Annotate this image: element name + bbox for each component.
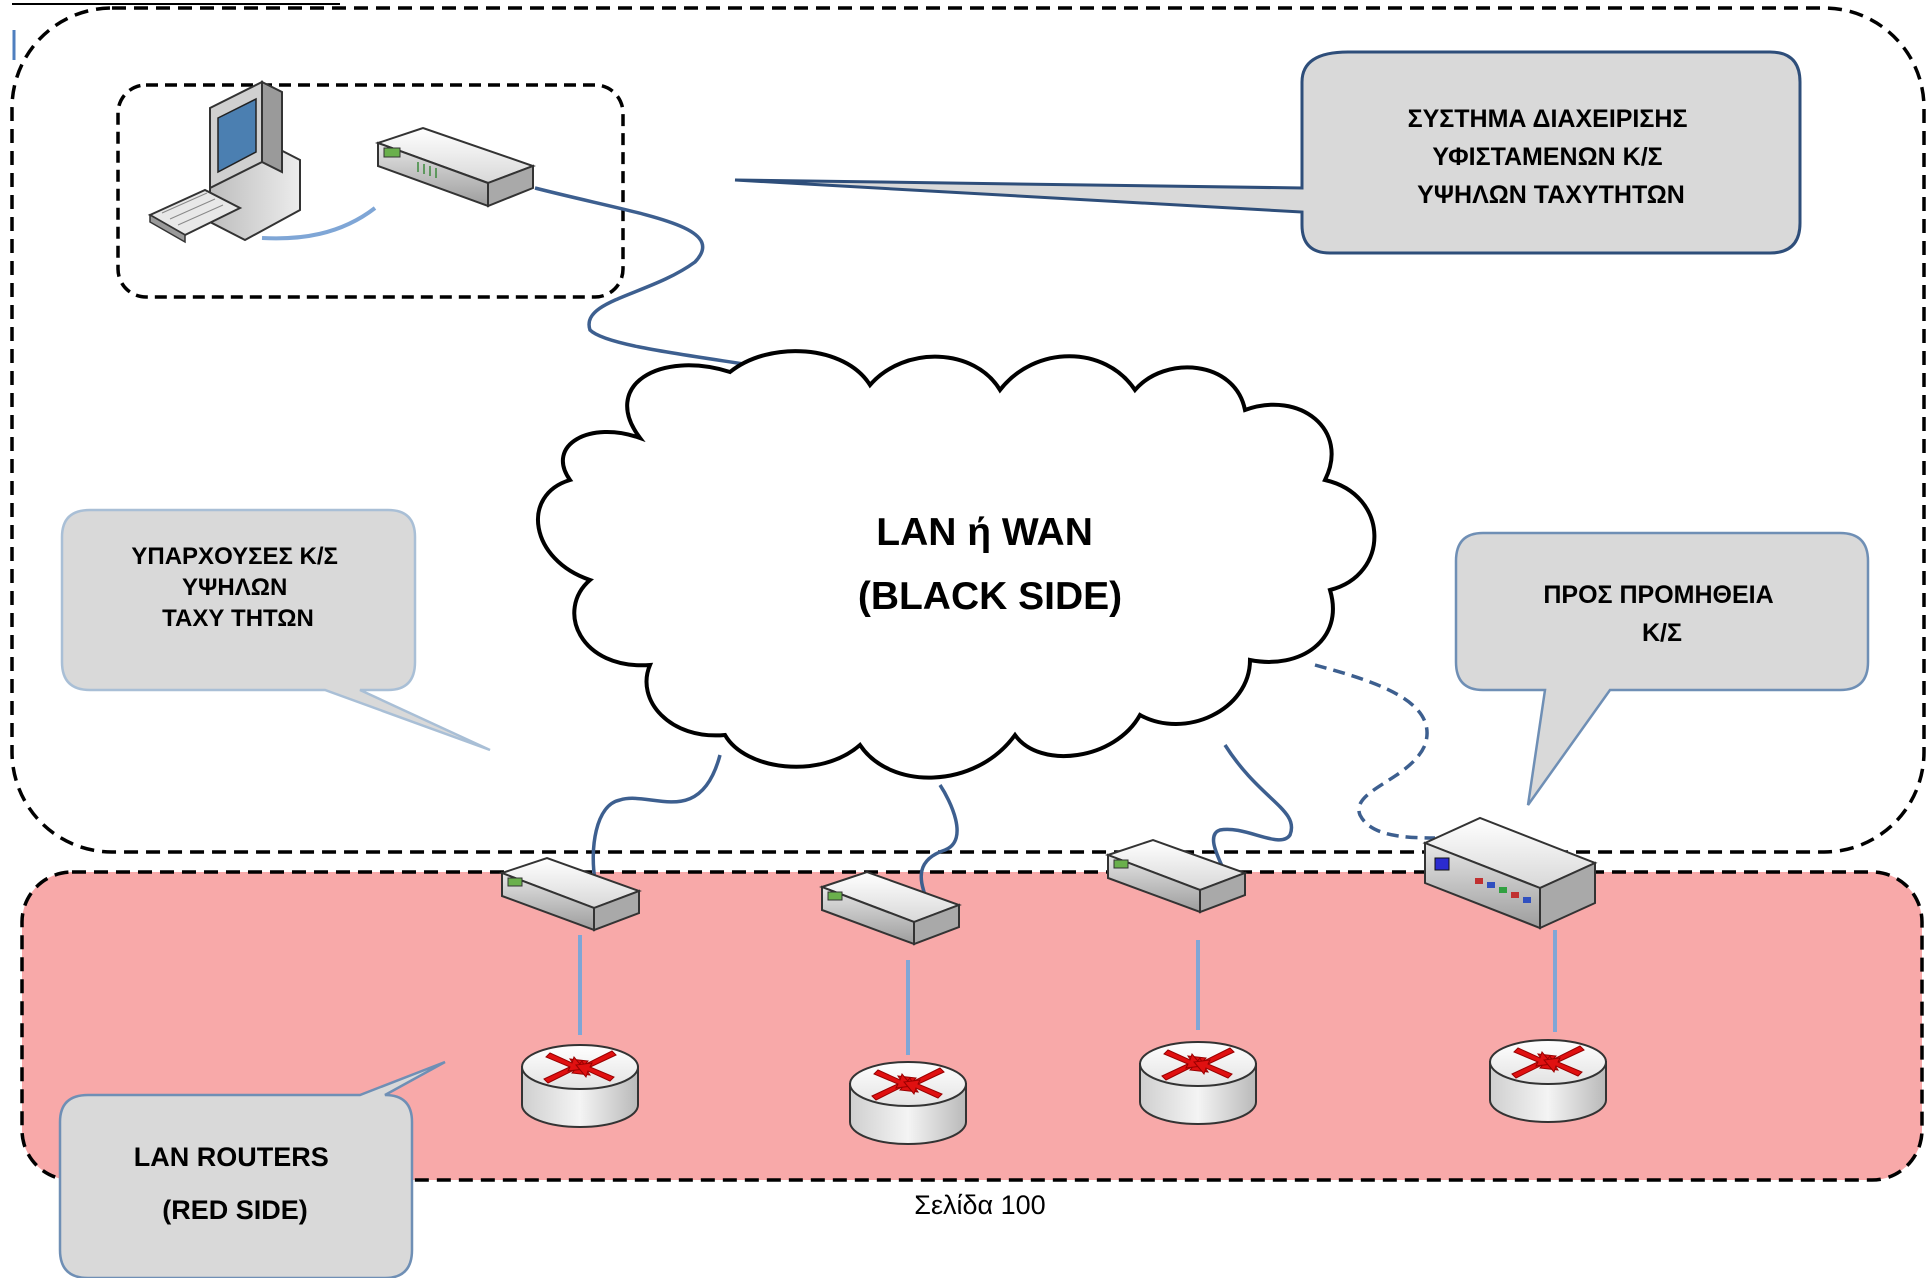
cable-cloud-to-modem-3 <box>1211 744 1294 874</box>
router-icon-2 <box>849 1061 967 1145</box>
modem-icon-management <box>374 126 536 208</box>
svg-text:ΣΥΣΤΗΜΑ ΔΙΑΧΕΙΡΙΣΗΣ ΥΦΙΣ: ΣΥΣΤΗΜΑ ΔΙΑΧΕΙΡΙΣΗΣ ΥΦΙΣΤΑΜΕΝΩΝ Κ/Σ ΥΨΗΛ… <box>1408 105 1695 209</box>
cable-management-to-cloud <box>534 186 826 380</box>
cable-pc-to-modem <box>261 206 377 241</box>
svg-text:ΠΡΟΣ ΠΡΟΜΗΘΕΙΑ Κ/Σ: ΠΡΟΣ ΠΡΟΜΗΘΕΙΑ Κ/Σ <box>1543 581 1780 647</box>
modem-icon-2 <box>819 870 962 946</box>
management-group-box <box>116 83 625 299</box>
cable-cloud-to-modem-1 <box>591 754 722 881</box>
cable-cloud-to-modem-2 <box>919 784 959 896</box>
routers-callout: LAN ROUTERS (RED SIDE) <box>58 1060 446 1278</box>
network-cloud <box>535 349 1377 780</box>
router-links <box>578 930 1557 1055</box>
modem-icon-1 <box>499 856 642 932</box>
svg-text:ΥΠΑΡΧΟΥΣΕΣ Κ/Σ ΥΨΗΛΩΝ: ΥΠΑΡΧΟΥΣΕΣ Κ/Σ ΥΨΗΛΩΝ ΤΑΧΥ ΤΗΤΩΝ <box>131 543 344 632</box>
cables <box>261 186 1436 896</box>
encryptor-device-icon <box>1422 816 1598 930</box>
desktop-computer-icon <box>147 80 301 244</box>
router-icon-4 <box>1489 1039 1607 1123</box>
router-icon-3 <box>1139 1041 1257 1125</box>
modem-icon-3 <box>1105 838 1248 914</box>
page-number: Σελίδα 100 <box>914 1190 1046 1220</box>
existing-callout: ΥΠΑΡΧΟΥΣΕΣ Κ/Σ ΥΨΗΛΩΝ ΤΑΧΥ ΤΗΤΩΝ <box>60 508 491 752</box>
procurement-callout: ΠΡΟΣ ΠΡΟΜΗΘΕΙΑ Κ/Σ <box>1454 531 1870 806</box>
management-callout: ΣΥΣΤΗΜΑ ΔΙΑΧΕΙΡΙΣΗΣ ΥΦΙΣΤΑΜΕΝΩΝ Κ/Σ ΥΨΗΛ… <box>734 50 1802 255</box>
router-icon-1 <box>521 1044 639 1128</box>
cloud-label: LAN ή WAN (BLACK SIDE) <box>858 511 1122 618</box>
red-side-zone <box>20 870 1924 1182</box>
svg-text:LAN ROUTERS (RED SIDE): LAN ROUTERS (RED SIDE) <box>134 1142 337 1225</box>
